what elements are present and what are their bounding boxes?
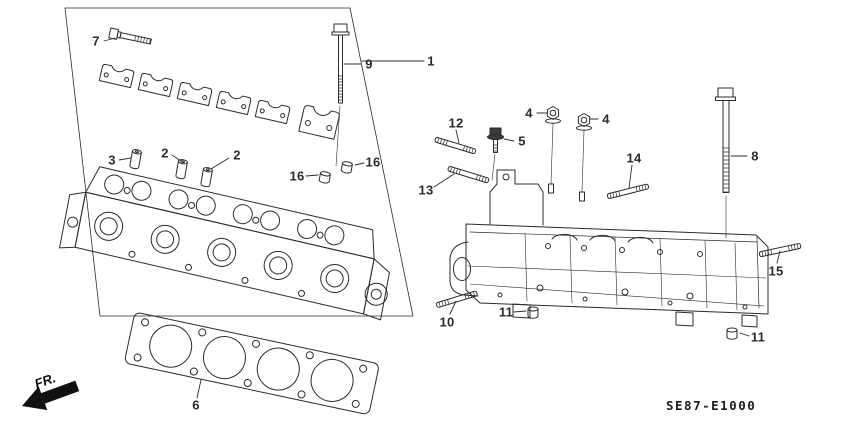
- bolt-5: [487, 127, 504, 153]
- callout-13: 13: [418, 182, 434, 198]
- callout-4: 4: [525, 105, 533, 121]
- callout-4: 4: [602, 111, 610, 127]
- nut-axes: [550, 122, 585, 193]
- head-gasket: [124, 312, 379, 415]
- exploded-view-border: [64, 7, 414, 317]
- fr-label: FR.: [32, 370, 57, 391]
- callout-15: 15: [768, 263, 784, 279]
- bolt-5-axis: [491, 153, 496, 181]
- bolt-9-axis: [335, 105, 341, 167]
- callout-16: 16: [365, 154, 381, 170]
- cap-11b: [726, 327, 738, 340]
- cylinder-head-side-view: [449, 169, 769, 328]
- callout-16: 16: [289, 168, 305, 184]
- callout-7: 7: [92, 33, 100, 49]
- stud-15: [758, 242, 802, 258]
- camshaft-holder-row: [98, 63, 340, 140]
- callout-14: 14: [626, 150, 642, 166]
- callout-9: 9: [365, 56, 373, 72]
- cylinder-head: [59, 166, 390, 321]
- stud-14: [606, 183, 650, 200]
- cylinder-head-bolt-9: [331, 23, 350, 104]
- callout-12: 12: [448, 115, 464, 131]
- callout-11: 11: [750, 329, 766, 345]
- tower-studs: [548, 183, 585, 202]
- callout-10: 10: [439, 314, 455, 330]
- callout-5: 5: [518, 133, 526, 149]
- callout-6: 6: [192, 397, 200, 413]
- cylinder-head-bolt-8: [715, 87, 736, 193]
- diagram-code: SE87-E1000: [666, 398, 756, 413]
- callout-11: 11: [498, 304, 514, 320]
- callout-3: 3: [108, 152, 116, 168]
- valve-stem-seals: [318, 160, 354, 185]
- fr-direction-arrow: FR.: [22, 370, 80, 411]
- flange-nut-4a: [545, 106, 561, 124]
- callout-8: 8: [751, 148, 759, 164]
- end-cam-holder: [298, 105, 340, 140]
- stud-12: [434, 136, 477, 155]
- callout-1: 1: [427, 53, 435, 69]
- callout-leader-lines: [103, 37, 781, 399]
- rocker-shaft-bolt-7: [108, 27, 152, 45]
- flange-nut-4b: [576, 113, 592, 131]
- callout-2: 2: [233, 147, 241, 163]
- callout-2: 2: [161, 145, 169, 161]
